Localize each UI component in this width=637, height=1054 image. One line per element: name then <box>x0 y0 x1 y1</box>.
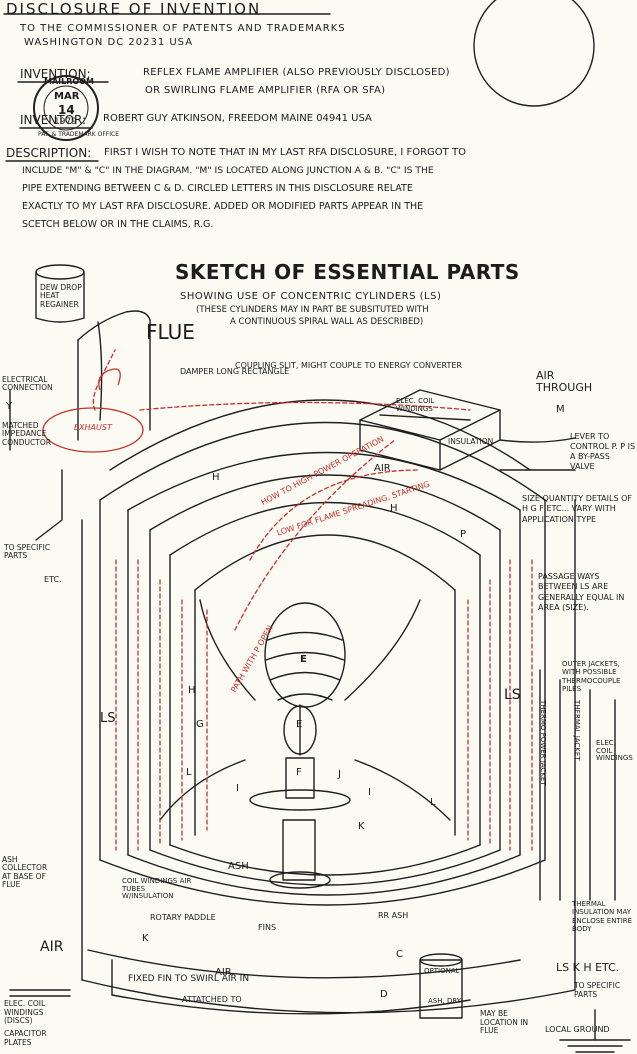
damper-label: DAMPER LONG RECTANGLE <box>180 367 290 376</box>
letter-d-label: D <box>380 989 388 1000</box>
stamp-bottom: PAT. & TRADEMARK OFFICE <box>38 131 119 138</box>
letter-i-label: I <box>236 783 239 794</box>
sketch-subtitle-1: SHOWING USE OF CONCENTRIC CYLINDERS (LS) <box>180 291 442 302</box>
sketch-subtitle-2: (THESE CYLINDERS MAY IN PART BE SUBSITUT… <box>196 305 429 315</box>
insulation-label: INSULATION <box>448 437 494 446</box>
description-line-4: EXACTLY TO MY LAST RFA DISCLOSURE. ADDED… <box>22 201 424 212</box>
blank-seal-circle <box>473 0 595 107</box>
invention-text-2: OR SWIRLING FLAME AMPLIFIER (RFA OR SFA) <box>145 85 386 96</box>
letter-l-right-label: L <box>430 797 436 808</box>
rotary-paddle-label: ROTARY PADDLE <box>150 913 216 922</box>
passage-ways-label: PASSAGE WAYS BETWEEN LS ARE GENERALLY EQ… <box>538 572 625 613</box>
ls-etc-label: LS K H ETC. <box>556 961 620 974</box>
ash-label: ASH <box>228 861 249 872</box>
optional-label: OPTIONAL <box>424 967 460 975</box>
elec-coil-windings-right: ELEC. COIL WINDINGS <box>596 739 633 763</box>
local-ground-label: LOCAL GROUND <box>545 1025 610 1034</box>
electrical-connection-label: ELECTRICAL CONNECTION <box>2 375 53 393</box>
letter-l-label: L <box>186 767 192 778</box>
invention-text-1: REFLEX FLAME AMPLIFIER (ALSO PREVIOUSLY … <box>143 67 450 78</box>
stamp-year: 1979 <box>54 117 77 127</box>
stamp-top: MAILROOM <box>44 77 94 86</box>
thermal-jacket-label: THERMAL JACKET <box>573 700 581 761</box>
letter-h-label: H <box>188 685 196 696</box>
to-commissioner-line: TO THE COMMISSIONER OF PATENTS AND TRADE… <box>20 23 346 34</box>
elec-coil-windings-bottom: ELEC. COIL WINDINGS (DISCS) <box>4 999 46 1026</box>
inventor-label: INVENTOR: <box>20 113 87 127</box>
attatched-label: ATTATCHED TO <box>182 995 242 1004</box>
exhaust-outline <box>42 407 144 453</box>
letter-h-top-label: H <box>212 472 220 483</box>
ash-collector-label: ASH COLLECTOR AT BASE OF FLUE <box>2 855 48 889</box>
air-bottom-label: AIR <box>215 967 232 978</box>
inventor-text: ROBERT GUY ATKINSON, FREEDOM MAINE 04941… <box>103 113 372 124</box>
letter-h-right-label: H <box>390 503 398 514</box>
ls-right-label: LS <box>504 687 521 703</box>
coil-windings-top-label: ELEC. COIL WINDINGS <box>396 397 435 413</box>
letter-g-label: G <box>196 719 204 730</box>
letter-i-right-label: I <box>368 787 371 798</box>
m-label: M <box>556 404 565 415</box>
fins-label: FINS <box>258 923 277 932</box>
ls-left-label: LS <box>100 711 116 726</box>
ash-dry-label: ASH, DRY <box>428 997 462 1005</box>
description-line-2: INCLUDE "M" & "C" IN THE DIAGRAM. "M" IS… <box>22 165 434 176</box>
exhaust-label: EXHAUST <box>74 423 112 432</box>
invention-label: INVENTION: <box>20 67 91 81</box>
y-label: Y <box>6 401 13 412</box>
letter-e-label: E <box>300 654 307 665</box>
thermo-power-jacket-label: THERMO POWER JACKET <box>539 700 547 786</box>
size-quantity-label: SIZE QUANTITY DETAILS OF H G F ETC... VA… <box>522 494 632 524</box>
may-be-located-label: MAY BE LOCATION IN FLUE <box>480 1009 529 1036</box>
lever-label: LEVER TO CONTROL P. P IS A BY-PASS VALVE <box>570 432 636 471</box>
dew-drop-label: DEW DROP HEAT REGAINER <box>40 283 82 309</box>
air-through-label: AIR THROUGH <box>536 369 593 395</box>
to-specific-parts-left: TO SPECIFIC PARTS <box>4 543 51 561</box>
letter-j-label: J <box>338 769 341 780</box>
fixed-fin-label: FIXED FIN TO SWIRL AIR IN <box>128 974 250 984</box>
description-line-3: PIPE EXTENDING BETWEEN C & D. CIRCLED LE… <box>22 183 413 194</box>
coil-windings-air-tubes-label: COIL WINDINGS AIR TUBES W/INSULATION <box>122 877 192 901</box>
letter-e-small-label: E <box>296 719 303 730</box>
capacitor-plates-label: CAPACITOR PLATES <box>4 1029 47 1047</box>
rr-ash-label: RR ASH <box>378 911 409 920</box>
disclosure-title: DISCLOSURE OF INVENTION <box>6 0 262 18</box>
coupling-slit-label: COUPLING SLIT, MIGHT COUPLE TO ENERGY CO… <box>235 361 462 370</box>
description-label: DESCRIPTION: <box>6 146 92 160</box>
letter-c-label: C <box>396 949 403 960</box>
description-line-5: SCETCH BELOW OR IN THE CLAIMS, R.G. <box>22 219 214 230</box>
stamp-month: MAR <box>54 91 80 102</box>
outer-jackets-label: OUTER JACKETS, WITH POSSIBLE THERMOCOUPL… <box>562 660 621 694</box>
air-left-label: AIR <box>40 939 64 955</box>
description-line-1: FIRST I WISH TO NOTE THAT IN MY LAST RFA… <box>104 147 466 158</box>
etc-left-label: ETC. <box>44 575 62 584</box>
letter-k-label: K <box>358 821 365 832</box>
air-mid-label: AIR <box>374 463 391 474</box>
washington-line: WASHINGTON DC 20231 USA <box>24 37 194 48</box>
mailroom-stamp <box>33 75 99 141</box>
sketch-title: SKETCH OF ESSENTIAL PARTS <box>175 260 520 284</box>
to-specific-parts-right: TO SPECIFIC PARTS <box>574 981 621 999</box>
flue-label: FLUE <box>146 320 195 344</box>
stamp-day: 14 <box>58 103 75 117</box>
sketch-subtitle-3: A CONTINUOUS SPIRAL WALL AS DESCRIBED) <box>230 317 424 327</box>
letter-k-bottom-label: K <box>142 933 149 944</box>
matched-impedance-label: MATCHED IMPEDANCE CONDUCTOR <box>2 421 51 447</box>
thermal-insulation-label: THERMAL INSULATION MAY ENCLOSE ENTIRE BO… <box>572 900 633 934</box>
letter-f-label: F <box>296 767 302 778</box>
letter-p-label: P <box>460 529 467 540</box>
